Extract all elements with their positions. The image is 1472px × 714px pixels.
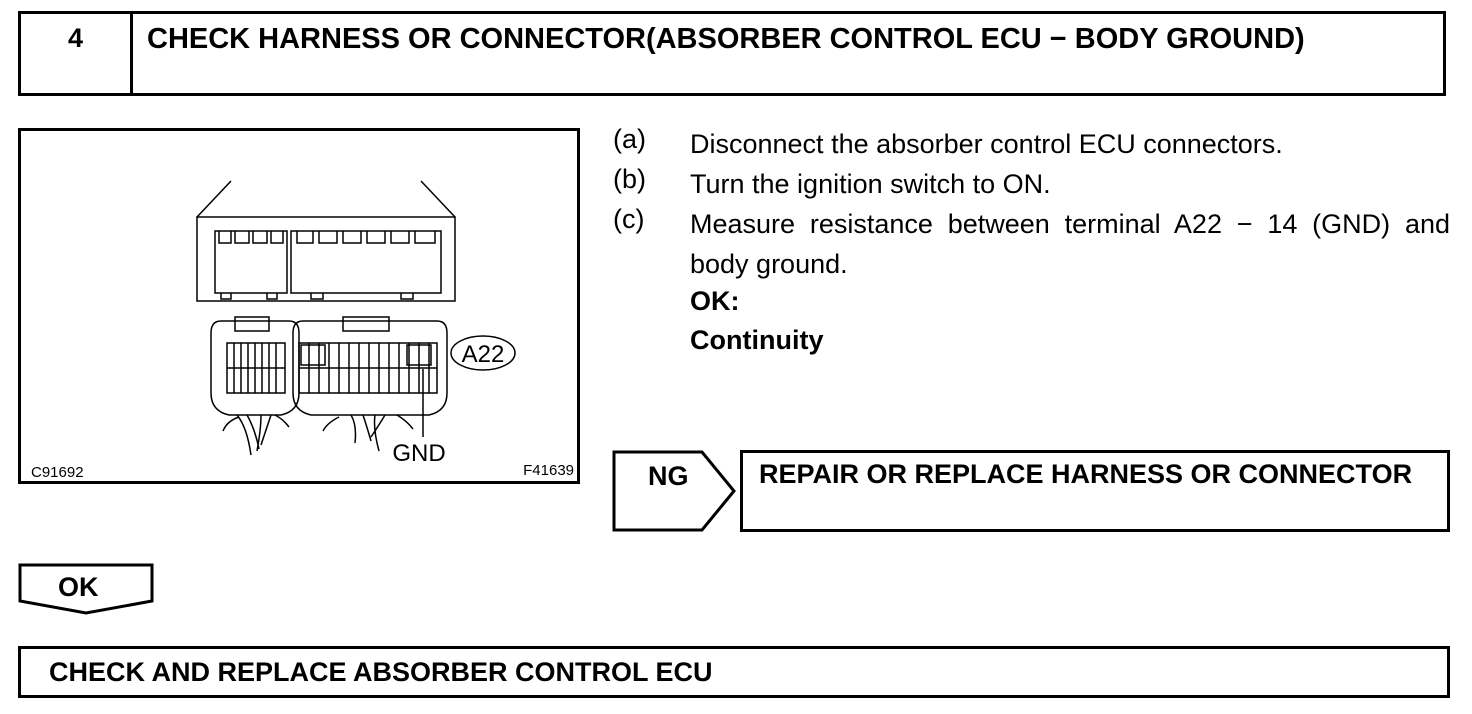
ok-action-text: CHECK AND REPLACE ABSORBER CONTROL ECU bbox=[49, 657, 713, 687]
connector-label: A22 bbox=[462, 341, 505, 368]
step-c-letter: (c) bbox=[613, 204, 645, 234]
step-number: 4 bbox=[21, 14, 133, 93]
step-a-letter: (a) bbox=[613, 124, 646, 154]
connector-illustration: A22 GND C91692 F41639 bbox=[31, 180, 574, 481]
ok-label: OK bbox=[58, 572, 99, 602]
connector-diagram: A22 GND C91692 F41639 bbox=[18, 128, 580, 484]
figure-id-right: F41639 bbox=[523, 462, 574, 479]
step-a-text: Disconnect the absorber control ECU conn… bbox=[690, 129, 1283, 159]
ng-label: NG bbox=[648, 461, 689, 491]
ok-criteria-heading: OK: bbox=[690, 286, 740, 316]
step-header: 4 CHECK HARNESS OR CONNECTOR(ABSORBER CO… bbox=[18, 11, 1446, 96]
figure-id-left: C91692 bbox=[31, 464, 84, 481]
step-b-letter: (b) bbox=[613, 164, 646, 194]
ng-arrow-icon bbox=[612, 450, 736, 532]
ok-criteria-value: Continuity bbox=[690, 325, 824, 355]
step-title: CHECK HARNESS OR CONNECTOR(ABSORBER CONT… bbox=[147, 23, 1305, 55]
step-b-text: Turn the ignition switch to ON. bbox=[690, 169, 1051, 199]
gnd-terminal-label: GND bbox=[392, 440, 445, 467]
ng-action-box: REPAIR OR REPLACE HARNESS OR CONNECTOR bbox=[740, 450, 1450, 532]
step-c-text: Measure resistance between terminal A22 … bbox=[690, 209, 1450, 279]
ng-action-text: REPAIR OR REPLACE HARNESS OR CONNECTOR bbox=[759, 459, 1413, 489]
ok-arrow-icon bbox=[18, 563, 154, 615]
ok-action-box: CHECK AND REPLACE ABSORBER CONTROL ECU bbox=[18, 646, 1450, 698]
